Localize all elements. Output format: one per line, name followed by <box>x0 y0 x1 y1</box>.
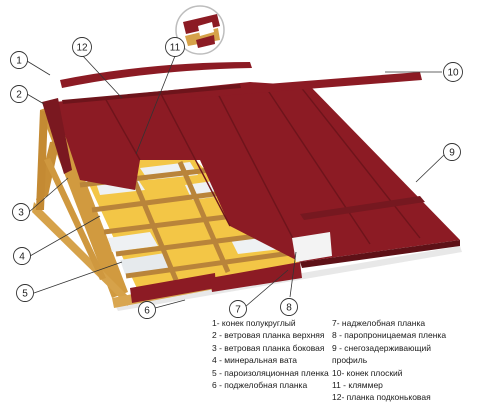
roof-surface <box>55 82 460 268</box>
legend-item-9-cont: профиль <box>332 355 368 366</box>
legend-item-1: 1- конек полукруглый <box>212 318 296 328</box>
callout-5 <box>16 284 34 302</box>
leader-lines <box>26 54 445 309</box>
callout-8 <box>280 298 298 316</box>
legend-item-2: 2 - ветровая планка верхняя <box>212 330 325 341</box>
legend-item-6: 6 - поджелобная планка <box>212 380 308 391</box>
callout-6 <box>138 301 156 319</box>
side-wind-board <box>42 98 72 174</box>
callout-4-label: 4 <box>19 252 25 263</box>
legend-item-5: 5 - пароизоляционная пленка <box>212 367 329 378</box>
legend-item-4: 4 - минеральная вата <box>212 355 298 366</box>
round-ridge <box>60 62 252 88</box>
callout-9-label: 9 <box>449 148 455 159</box>
flat-ridge <box>190 72 422 98</box>
callout-10-label: 10 <box>447 68 459 79</box>
legend-item-8: 8 - паропроницаемая пленка <box>332 330 447 341</box>
ridge-plank <box>62 84 241 104</box>
timber-frame <box>32 104 252 308</box>
callout-8-label: 8 <box>286 303 292 314</box>
callout-12 <box>72 37 92 57</box>
callout-6-label: 6 <box>144 306 150 317</box>
legend: 1- конек полукруглый 2 - ветровая планка… <box>212 317 480 417</box>
legend-item-9: 9 - снегозадерживающий <box>332 342 431 353</box>
legend-right-column: 7- наджелобная планка 8 - паропроницаема… <box>332 317 480 404</box>
callouts: 1 2 3 4 5 6 7 8 9 10 11 12 <box>10 37 463 319</box>
callout-4 <box>13 247 31 265</box>
callout-2-label: 2 <box>16 90 22 101</box>
callout-1 <box>10 51 28 69</box>
callout-3-label: 3 <box>18 208 24 219</box>
legend-item-7: 7- наджелобная планка <box>332 318 426 328</box>
vapour-membrane <box>292 232 332 262</box>
callout-1-label: 1 <box>16 56 22 67</box>
callout-12-label: 12 <box>76 43 88 54</box>
callout-11 <box>165 37 185 57</box>
callout-9 <box>443 143 461 161</box>
legend-item-11: 11 - кляммер <box>332 380 383 391</box>
clamp-detail <box>175 5 225 55</box>
callout-11-label: 11 <box>170 43 181 54</box>
callout-5-label: 5 <box>22 289 28 300</box>
callout-10 <box>443 62 463 82</box>
callout-2 <box>10 85 28 103</box>
gutter-plank <box>130 273 216 303</box>
legend-item-12: 12- планка подконьковая <box>332 392 431 403</box>
battens <box>79 161 299 281</box>
legend-item-3: 3 - ветровая планка боковая <box>212 342 325 353</box>
callout-7 <box>229 300 247 318</box>
callout-7-label: 7 <box>235 305 241 316</box>
legend-item-10: 10- конек плоский <box>332 367 403 378</box>
callout-3 <box>12 203 30 221</box>
legend-left-column: 1- конек полукруглый 2 - ветровая планка… <box>212 317 332 391</box>
drip-plank <box>210 262 302 292</box>
